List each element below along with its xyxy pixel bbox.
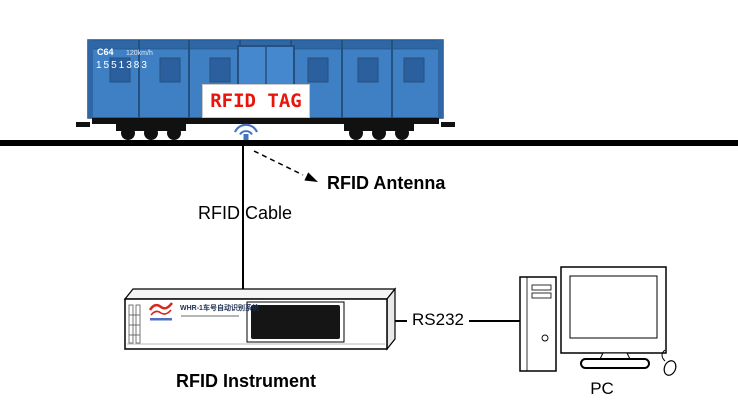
car-post-left <box>88 40 93 118</box>
antenna-pointer-arrow <box>253 150 318 182</box>
car-coupler-right <box>441 122 455 127</box>
drive-bay-slot <box>531 284 552 291</box>
instrument-display <box>246 301 345 343</box>
rfid-antenna-icon <box>233 123 259 140</box>
train-car <box>76 39 455 140</box>
car-bogies <box>116 124 414 140</box>
car-type-code: C64 <box>97 47 114 57</box>
power-button-icon <box>541 334 549 342</box>
instrument-model-title: WHR-1车号自动识别系统 <box>180 305 259 312</box>
monitor-screen <box>569 275 658 339</box>
instrument-side-face <box>386 287 396 351</box>
mouse-icon <box>661 349 677 376</box>
pc-label: PC <box>590 379 614 398</box>
rfid-instrument-label: RFID Instrument <box>175 371 316 391</box>
instrument-vents <box>128 304 141 344</box>
rail-track <box>0 140 738 146</box>
car-post-right <box>438 40 443 118</box>
rfid-antenna-label: RFID Antenna <box>327 173 446 193</box>
monitor-base <box>580 358 650 369</box>
rfid-cable-label: RFID Cable <box>197 203 293 223</box>
rfid-tag-banner: RFID TAG <box>202 84 310 118</box>
rfid-instrument-box <box>123 287 397 351</box>
car-hatches <box>109 57 425 83</box>
rs232-label: RS232 <box>407 310 469 330</box>
car-coupler-left <box>76 122 90 127</box>
brand-logo-icon <box>148 302 173 321</box>
instrument-subtitle-line <box>181 315 239 317</box>
instrument-top-face <box>123 288 397 300</box>
display-screen <box>251 305 340 339</box>
car-underframe <box>92 118 439 124</box>
drive-bay-slot <box>531 292 552 299</box>
pc-monitor <box>560 266 667 369</box>
pc-tower <box>519 276 557 372</box>
car-number: 1551383 <box>96 60 149 71</box>
car-speed-marking: 120km/h <box>126 50 153 57</box>
